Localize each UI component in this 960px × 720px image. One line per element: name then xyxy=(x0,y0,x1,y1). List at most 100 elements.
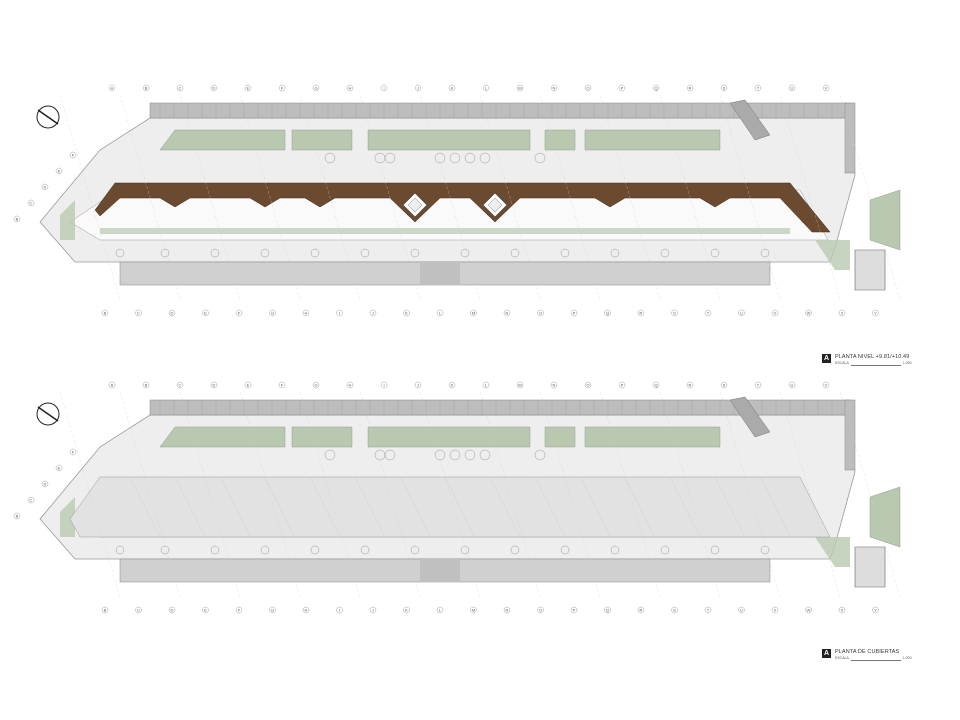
grid-label: A xyxy=(111,383,114,388)
roof-cover-seam xyxy=(174,476,206,538)
column xyxy=(324,449,336,461)
grid-label: J xyxy=(372,311,374,316)
grid-bubble xyxy=(704,606,712,614)
north-arrow-icon xyxy=(36,402,60,426)
grid-label: B xyxy=(145,86,148,91)
grid-bubble xyxy=(369,606,377,614)
roof-cover-seam xyxy=(669,476,701,538)
grid-label: E xyxy=(247,383,250,388)
stair-core xyxy=(854,546,886,588)
roof-cover-seam xyxy=(444,476,476,538)
grid-line xyxy=(779,391,841,598)
planter xyxy=(159,426,286,448)
grid-line xyxy=(599,94,661,301)
planter xyxy=(291,129,353,151)
grid-bubble xyxy=(686,84,694,92)
grid-line xyxy=(419,391,481,598)
timber-roof-structure xyxy=(94,182,831,233)
grid-bubble xyxy=(584,84,592,92)
planter xyxy=(159,129,286,151)
grid-bubble xyxy=(771,606,779,614)
grid-bubble xyxy=(312,84,320,92)
grid-bubble xyxy=(168,309,176,317)
grid-bubble xyxy=(537,309,544,317)
grid-label: D xyxy=(44,185,47,190)
grid-label: S xyxy=(673,311,676,316)
column xyxy=(410,545,420,555)
column xyxy=(324,152,336,164)
column xyxy=(410,248,420,258)
planter xyxy=(291,426,353,448)
planter xyxy=(367,129,531,151)
grid-label: F xyxy=(72,153,75,158)
planter-corner xyxy=(869,189,901,251)
column xyxy=(310,545,320,555)
roof-cover-seam xyxy=(714,476,746,538)
column xyxy=(510,545,520,555)
grid-label: P xyxy=(621,383,624,388)
grid-bubble xyxy=(822,84,830,92)
grid-label: G xyxy=(271,311,274,316)
grid-label: K xyxy=(405,311,408,316)
grid-line xyxy=(119,94,181,301)
planter xyxy=(584,426,721,448)
grid-label: Q xyxy=(606,608,609,613)
grid-label: N xyxy=(506,608,509,613)
grid-bubble xyxy=(482,84,490,92)
grid-label: K xyxy=(451,86,454,91)
grid-bubble xyxy=(244,381,252,389)
grid-label: M xyxy=(518,86,521,91)
grid-label: B xyxy=(104,311,107,316)
grid-label: J xyxy=(417,86,419,91)
grid-bubble xyxy=(584,381,592,389)
scale-value: 1:200 xyxy=(902,361,912,365)
grid-bubble xyxy=(550,84,558,92)
grid-label: U xyxy=(740,608,743,613)
grid-line xyxy=(539,94,601,301)
grid-label: L xyxy=(485,383,488,388)
grid-bubble xyxy=(210,381,218,389)
grid-bubble xyxy=(570,606,578,614)
entrance xyxy=(420,559,460,582)
grid-label: E xyxy=(247,86,250,91)
planter-corner xyxy=(60,200,75,240)
planter-corner xyxy=(815,537,850,567)
planter xyxy=(584,129,721,151)
roof-cover-seam xyxy=(264,476,296,538)
grid-label: R xyxy=(640,311,643,316)
grid-bubble xyxy=(738,309,745,317)
grid-bubble xyxy=(13,512,21,520)
entrance xyxy=(420,262,460,285)
grid-bubble xyxy=(637,606,645,614)
column xyxy=(210,248,220,258)
grid-bubble xyxy=(336,606,343,614)
grid-bubble xyxy=(380,381,388,389)
grid-bubble xyxy=(27,199,35,207)
grid-label: D xyxy=(213,86,216,91)
grid-label: C xyxy=(137,311,140,316)
grid-label: O xyxy=(586,383,589,388)
column xyxy=(210,545,220,555)
grid-bubble xyxy=(838,309,846,317)
grid-bubble xyxy=(470,309,477,317)
ramp xyxy=(729,99,771,141)
column xyxy=(360,248,370,258)
grid-bubble xyxy=(101,309,109,317)
grid-line xyxy=(839,391,901,598)
roof-strip-side xyxy=(844,399,856,471)
grid-bubble xyxy=(604,309,611,317)
grid-label: A xyxy=(111,86,114,91)
grid-label: V xyxy=(774,311,777,316)
column xyxy=(510,248,520,258)
grid-line xyxy=(479,94,541,301)
grid-bubble xyxy=(537,606,544,614)
grid-label: Q xyxy=(654,383,657,388)
grid-label: R xyxy=(689,383,692,388)
grid-line xyxy=(119,391,181,598)
column xyxy=(464,152,476,164)
grid-label: U xyxy=(740,311,743,316)
grid-label: J xyxy=(417,383,419,388)
grid-label: E xyxy=(204,311,207,316)
